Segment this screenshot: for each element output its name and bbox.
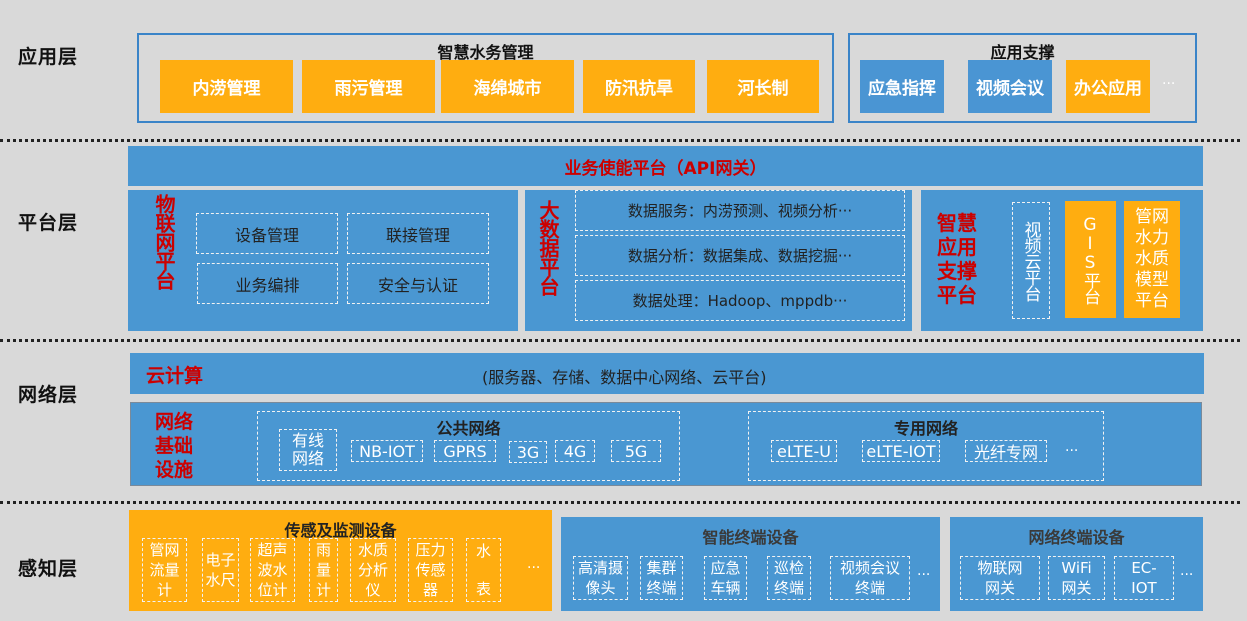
layer-separator (0, 139, 1240, 142)
app-support-frame: 应用支撑 (848, 33, 1197, 123)
sensor-rain-gauge[interactable]: 雨量计 (309, 538, 338, 602)
app-item-flood-drought[interactable]: 防汛抗旱 (583, 60, 695, 113)
api-gateway-label: 业务使能平台（API网关） (564, 158, 767, 179)
net-item-gprs[interactable]: GPRS (434, 440, 496, 462)
cloud-computing-bar[interactable]: 云计算 (服务器、存储、数据中心网络、云平台) (130, 353, 1204, 394)
smart-support-title: 智慧应用支撑平台 (937, 211, 977, 307)
bigdata-platform-title: 大数据平台 (536, 200, 560, 295)
iot-platform-title: 物联网平台 (152, 194, 176, 289)
sensor-water-quality[interactable]: 水质分析仪 (350, 538, 396, 602)
iot-item-device-mgmt[interactable]: 设备管理 (196, 213, 338, 254)
private-network-more: ··· (1065, 443, 1079, 459)
layer-label-platform: 平台层 (18, 212, 79, 234)
layer-separator (0, 501, 1240, 504)
net-item-4g[interactable]: 4G (555, 440, 595, 462)
bigdata-row-processing[interactable]: 数据处理：Hadoop、mppdb··· (575, 280, 905, 321)
net-item-wired[interactable]: 有线网络 (279, 429, 337, 471)
pipe-hydraulic-model-platform[interactable]: 管网水力水质模型平台 (1124, 201, 1180, 318)
layer-separator (0, 339, 1240, 342)
terminal-ec-iot[interactable]: EC-IOT (1114, 556, 1174, 600)
network-infra-panel: 网络基础设施 公共网络 有线网络 NB-IOT GPRS 3G 4G 5G 专用… (130, 402, 1202, 486)
smart-terminals-title: 智能终端设备 (702, 528, 799, 547)
terminal-trunking[interactable]: 集群终端 (640, 556, 683, 600)
app-item-emergency-command[interactable]: 应急指挥 (860, 60, 944, 113)
sensor-electronic-gauge[interactable]: 电子水尺 (202, 538, 239, 602)
terminal-hd-camera[interactable]: 高清摄像头 (573, 556, 628, 600)
bigdata-row-service[interactable]: 数据服务：内涝预测、视频分析··· (575, 190, 905, 231)
net-item-elte-iot[interactable]: eLTE-IOT (862, 440, 940, 462)
sensor-water-meter[interactable]: 水表 (466, 538, 501, 602)
app-item-river-chief[interactable]: 河长制 (707, 60, 819, 113)
terminal-wifi-gateway[interactable]: WiFi网关 (1048, 556, 1105, 600)
private-network-group: 专用网络 (748, 411, 1104, 481)
terminal-iot-gateway[interactable]: 物联网网关 (960, 556, 1040, 600)
app-item-office[interactable]: 办公应用 (1066, 60, 1150, 113)
app-item-video-conference[interactable]: 视频会议 (968, 60, 1052, 113)
net-item-elte-u[interactable]: eLTE-U (771, 440, 837, 462)
app-item-rain-sewage[interactable]: 雨污管理 (302, 60, 435, 113)
layer-label-perception: 感知层 (18, 558, 79, 580)
app-item-sponge-city[interactable]: 海绵城市 (441, 60, 574, 113)
iot-item-connection-mgmt[interactable]: 联接管理 (347, 213, 489, 254)
network-terminals-title: 网络终端设备 (1028, 528, 1125, 547)
layer-label-application: 应用层 (18, 46, 79, 68)
video-cloud-platform[interactable]: 视频云平台 (1012, 202, 1050, 319)
iot-platform-panel: 物联网平台 设备管理 联接管理 业务编排 安全与认证 (128, 190, 518, 331)
iot-item-orchestration[interactable]: 业务编排 (197, 263, 338, 304)
terminal-inspection[interactable]: 巡检终端 (767, 556, 811, 600)
smart-terminals-panel: 智能终端设备 高清摄像头 集群终端 应急车辆 巡检终端 视频会议终端 ··· (561, 517, 940, 611)
public-network-title: 公共网络 (436, 419, 501, 438)
iot-item-security-auth[interactable]: 安全与认证 (347, 263, 489, 304)
water-management-title: 智慧水务管理 (437, 43, 534, 62)
sensor-ultrasonic-level[interactable]: 超声波水位计 (250, 538, 295, 602)
sensor-pipe-flowmeter[interactable]: 管网流量计 (142, 538, 187, 602)
cloud-computing-title: 云计算 (146, 365, 204, 387)
net-item-5g[interactable]: 5G (611, 440, 661, 462)
net-item-3g[interactable]: 3G (509, 441, 547, 463)
terminal-emergency-vehicle[interactable]: 应急车辆 (704, 556, 747, 600)
sensors-more: ··· (527, 560, 541, 576)
app-item-waterlogging[interactable]: 内涝管理 (160, 60, 293, 113)
bigdata-platform-panel: 大数据平台 数据服务：内涝预测、视频分析··· 数据分析：数据集成、数据挖掘··… (525, 190, 912, 331)
network-terminals-more: ··· (1180, 567, 1194, 583)
sensors-panel: 传感及监测设备 管网流量计 电子水尺 超声波水位计 雨量计 水质分析仪 压力传感… (129, 510, 552, 611)
app-support-more: ··· (1162, 76, 1176, 92)
api-gateway-bar[interactable]: 业务使能平台（API网关） (128, 146, 1203, 186)
net-item-fiber-private[interactable]: 光纤专网 (965, 440, 1047, 462)
app-support-title: 应用支撑 (990, 43, 1055, 62)
cloud-computing-desc: (服务器、存储、数据中心网络、云平台) (482, 368, 767, 387)
terminal-video-conference[interactable]: 视频会议终端 (830, 556, 910, 600)
smart-support-panel: 智慧应用支撑平台 视频云平台 GIS平台 管网水力水质模型平台 (921, 190, 1203, 331)
gis-platform[interactable]: GIS平台 (1065, 201, 1116, 318)
sensors-title: 传感及监测设备 (284, 521, 397, 540)
layer-label-network: 网络层 (18, 384, 79, 406)
private-network-title: 专用网络 (893, 419, 958, 438)
network-infra-title: 网络基础设施 (155, 411, 194, 481)
public-network-group: 公共网络 (257, 411, 680, 481)
network-terminals-panel: 网络终端设备 物联网网关 WiFi网关 EC-IOT ··· (950, 517, 1203, 611)
sensor-pressure[interactable]: 压力传感器 (408, 538, 453, 602)
bigdata-row-analysis[interactable]: 数据分析：数据集成、数据挖掘··· (575, 235, 905, 276)
water-management-frame: 智慧水务管理 (137, 33, 834, 123)
smart-terminals-more: ··· (917, 567, 931, 583)
net-item-nb-iot[interactable]: NB-IOT (351, 440, 423, 462)
